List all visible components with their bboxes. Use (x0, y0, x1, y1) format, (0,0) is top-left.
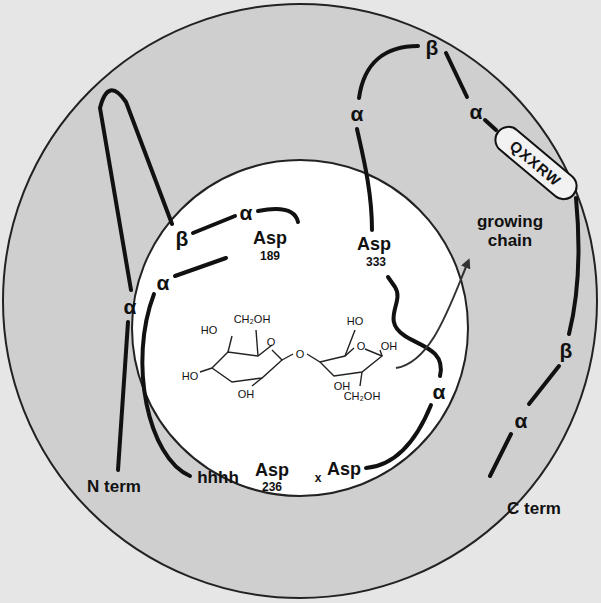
atom-label: CH₂OH (234, 314, 271, 325)
residue-name: Asp (357, 235, 391, 253)
chain-trace (100, 46, 579, 476)
helix-label: α (240, 202, 253, 223)
atom-label: O (357, 341, 366, 352)
residue-number: 333 (366, 256, 386, 268)
atom-label: HO (347, 316, 364, 327)
strand-label: β (176, 228, 189, 249)
chain-note: growing chain (470, 213, 550, 250)
atom-label: CH₂OH (344, 391, 381, 402)
helix-label: α (157, 272, 170, 293)
residue-name: Asp (255, 461, 289, 479)
atom-label: HO (182, 371, 199, 382)
atom-label: HO (201, 325, 218, 336)
helix-cylinder: QXXRW (489, 120, 584, 206)
helix-label: α (433, 381, 446, 402)
atom-label: O (296, 349, 305, 360)
residue-name: Asp (253, 229, 287, 247)
helix-label: α (124, 296, 137, 317)
helix-motif: QXXRW (507, 137, 565, 189)
cellobiose-structure (200, 330, 382, 386)
transfer-arrow (396, 262, 468, 368)
strand-label: β (426, 37, 439, 58)
atom-label: OH (238, 389, 255, 400)
helix-label: α (351, 103, 364, 124)
residue-name: Asp (327, 460, 361, 478)
terminus-label: C term (507, 500, 561, 517)
residue-number: 189 (260, 250, 280, 262)
active-site-circle (132, 160, 468, 496)
hydrophobic-residues: hhhh (197, 469, 239, 486)
residue-number: 236 (262, 481, 282, 493)
helix-label: α (470, 101, 483, 122)
atom-label: OH (381, 341, 398, 352)
terminus-label: N term (87, 478, 141, 495)
spacer-residue: x (315, 472, 322, 484)
helix-label: α (515, 410, 528, 431)
strand-label: β (560, 340, 573, 361)
outer-circle (3, 4, 597, 598)
atom-label: O (267, 337, 276, 348)
